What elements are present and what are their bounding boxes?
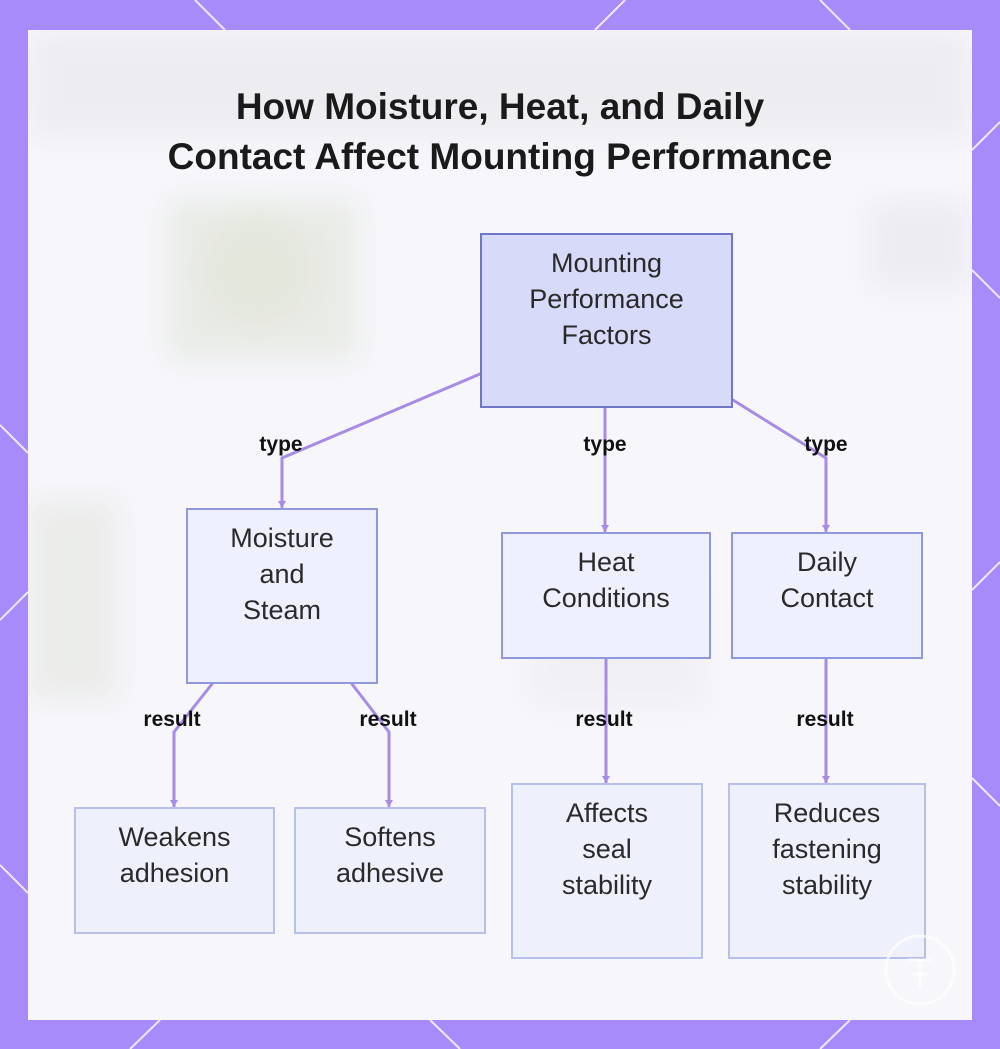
node-affects-seal-stability: Affects seal stability bbox=[511, 783, 703, 959]
edge-root-daily bbox=[731, 398, 830, 533]
node-mounting-performance-factors: Mounting Performance Factors bbox=[480, 233, 733, 408]
node-label: Softens adhesive bbox=[335, 822, 445, 888]
node-reduces-fastening-stability: Reduces fastening stability bbox=[728, 783, 926, 959]
node-label: Mounting Performance Factors bbox=[529, 248, 684, 350]
node-heat-conditions: Heat Conditions bbox=[501, 532, 711, 659]
title-line-1: How Moisture, Heat, and Daily bbox=[235, 86, 765, 127]
node-moisture-and-steam: Moisture and Steam bbox=[186, 508, 378, 684]
node-label: Affects seal stability bbox=[561, 798, 653, 900]
edge-moisture-weakens bbox=[170, 682, 214, 808]
edge-label-heat-affects: result bbox=[575, 708, 633, 731]
edge-label-root-heat: type bbox=[583, 433, 627, 456]
edge-label-root-moisture: type bbox=[259, 433, 303, 456]
title-line-2: Contact Affect Mounting Performance bbox=[167, 136, 833, 177]
edge-label-moisture-weakens: result bbox=[143, 708, 201, 731]
node-weakens-adhesion: Weakens adhesion bbox=[74, 807, 275, 934]
edge-label-moisture-softens: result bbox=[359, 708, 417, 731]
watermark-logo-icon bbox=[884, 934, 956, 1006]
node-label: Reduces fastening stability bbox=[772, 798, 882, 900]
edge-label-daily-reduces: result bbox=[796, 708, 854, 731]
node-label: Moisture and Steam bbox=[230, 523, 334, 625]
edge-label-root-daily: type bbox=[804, 433, 848, 456]
node-label: Weakens adhesion bbox=[118, 822, 231, 888]
node-label: Daily Contact bbox=[780, 547, 874, 613]
node-label: Heat Conditions bbox=[542, 547, 670, 613]
edge-root-moisture bbox=[278, 372, 482, 509]
node-daily-contact: Daily Contact bbox=[731, 532, 923, 659]
edge-moisture-softens bbox=[350, 682, 393, 808]
diagram-title: How Moisture, Heat, and Daily Contact Af… bbox=[0, 82, 1000, 182]
node-softens-adhesive: Softens adhesive bbox=[294, 807, 486, 934]
